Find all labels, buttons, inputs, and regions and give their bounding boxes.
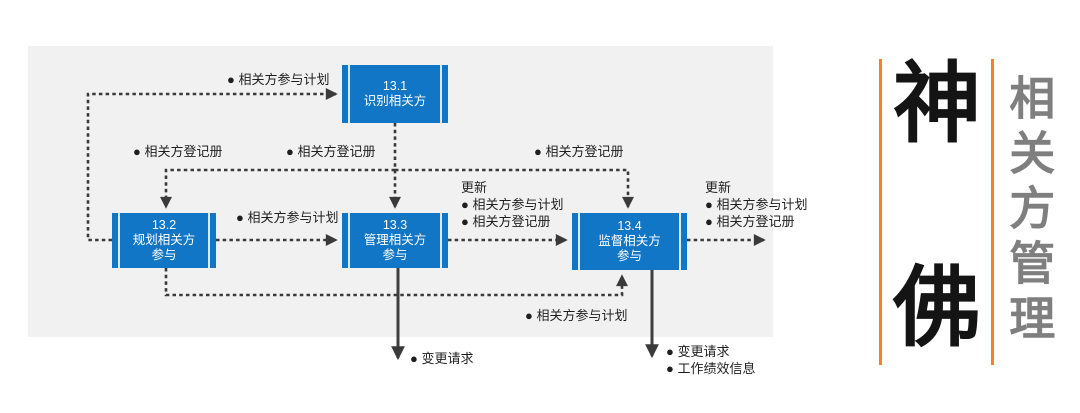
- accent-line-right: [991, 59, 994, 365]
- process-name: 规划相关方: [132, 233, 196, 247]
- process-number: 13.3: [382, 218, 408, 232]
- output-item-change-requests: ● 变更请求: [666, 344, 730, 359]
- updates-item-register: ● 相关方登记册: [705, 214, 795, 229]
- process-name-line2: 参与: [616, 249, 642, 263]
- process-box-13-4-monitor-stakeholder-engagement: 13.4 监督相关方 参与: [572, 213, 687, 270]
- process-name-line2: 参与: [151, 248, 177, 262]
- label-stakeholder-register-to-133: ● 相关方登记册: [286, 144, 376, 159]
- updates-item-register: ● 相关方登记册: [461, 214, 551, 229]
- process-box-13-2-plan-stakeholder-engagement: 13.2 规划相关方 参与: [112, 213, 216, 268]
- brand-character-top: 神: [892, 54, 981, 153]
- process-number: 13.1: [382, 79, 408, 93]
- process-number: 13.4: [617, 219, 642, 233]
- process-name: 识别相关方: [363, 94, 427, 108]
- process-name: 管理相关方: [363, 233, 427, 247]
- brand-character-bottom: 佛: [892, 258, 981, 357]
- label-outputs-block-134-bottom: ● 变更请求 ● 工作绩效信息: [666, 343, 755, 377]
- label-stakeholder-register-to-132: ● 相关方登记册: [133, 144, 223, 159]
- process-box-13-3-manage-stakeholder-engagement: 13.3 管理相关方 参与: [342, 213, 448, 268]
- label-stakeholder-engagement-plan-to-131: ● 相关方参与计划: [227, 72, 330, 87]
- vertical-title-stakeholder-management: 相关方管理: [1003, 74, 1056, 349]
- process-name-line2: 参与: [382, 248, 408, 262]
- updates-title: 更新: [461, 180, 488, 195]
- updates-item-engagement-plan: ● 相关方参与计划: [461, 197, 564, 212]
- updates-title: 更新: [705, 180, 732, 195]
- label-change-requests-133: ● 变更请求: [410, 351, 474, 366]
- label-stakeholder-engagement-plan-132-133: ● 相关方参与计划: [236, 210, 339, 225]
- process-box-13-1-identify-stakeholders: 13.1 识别相关方: [342, 65, 448, 123]
- accent-line-left: [879, 59, 882, 365]
- label-stakeholder-engagement-plan-to-134-bottom: ● 相关方参与计划: [525, 308, 628, 323]
- process-number: 13.2: [151, 218, 177, 232]
- process-name: 监督相关方: [598, 234, 661, 248]
- updates-item-engagement-plan: ● 相关方参与计划: [705, 197, 808, 212]
- label-updates-block-134: 更新 ● 相关方参与计划 ● 相关方登记册: [705, 179, 807, 230]
- label-stakeholder-register-to-134: ● 相关方登记册: [534, 144, 624, 159]
- label-updates-block-133: 更新 ● 相关方参与计划 ● 相关方登记册: [461, 179, 563, 230]
- output-item-work-performance-info: ● 工作绩效信息: [666, 361, 756, 376]
